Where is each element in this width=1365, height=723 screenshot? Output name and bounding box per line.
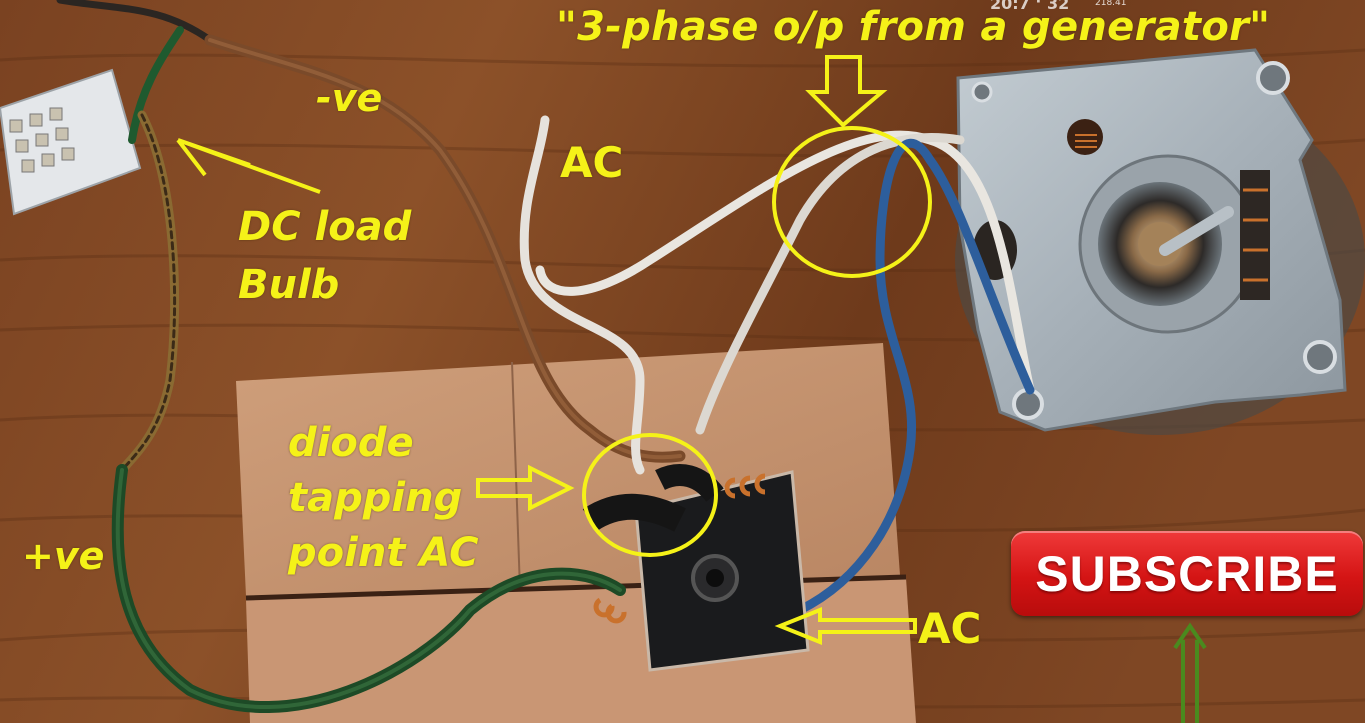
bulb-arrow	[176, 138, 321, 194]
board-seam	[511, 361, 521, 591]
diode-arrow	[476, 464, 575, 512]
generator-output-circle	[772, 126, 932, 278]
diode-line1: diode	[288, 420, 414, 466]
dc-load-line2: Bulb	[238, 262, 340, 308]
ac-top-label: AC	[560, 138, 624, 187]
ac-bottom-label: AC	[918, 604, 982, 653]
down-arrow	[805, 55, 888, 128]
diode-line3: point AC	[288, 529, 479, 576]
generator-motor	[955, 48, 1365, 435]
subscribe-button[interactable]: SUBSCRIBE	[1011, 531, 1363, 616]
bridge-rectifier	[582, 464, 810, 672]
led-bulb-board	[0, 68, 142, 216]
diode-tapping-label: diode tapping point AC	[288, 416, 478, 580]
subscribe-label: SUBSCRIBE	[1035, 545, 1339, 602]
title-annotation: "3-phase o/p from a generator"	[556, 4, 1271, 50]
positive-label: +ve	[22, 534, 105, 578]
corner-timestamp: 20:7 ‘ 32	[990, 0, 1070, 13]
dc-load-line1: DC load	[238, 204, 412, 250]
annotation-shapes	[176, 55, 932, 645]
ac-left-arrow	[774, 607, 917, 645]
corner-small-text: 218.41	[1095, 0, 1127, 8]
green-arrow	[1173, 622, 1207, 723]
negative-label: -ve	[316, 76, 383, 120]
diode-tapping-circle	[582, 433, 718, 557]
dc-load-label: DC load Bulb	[238, 198, 411, 314]
diode-line2: tapping	[288, 474, 463, 521]
